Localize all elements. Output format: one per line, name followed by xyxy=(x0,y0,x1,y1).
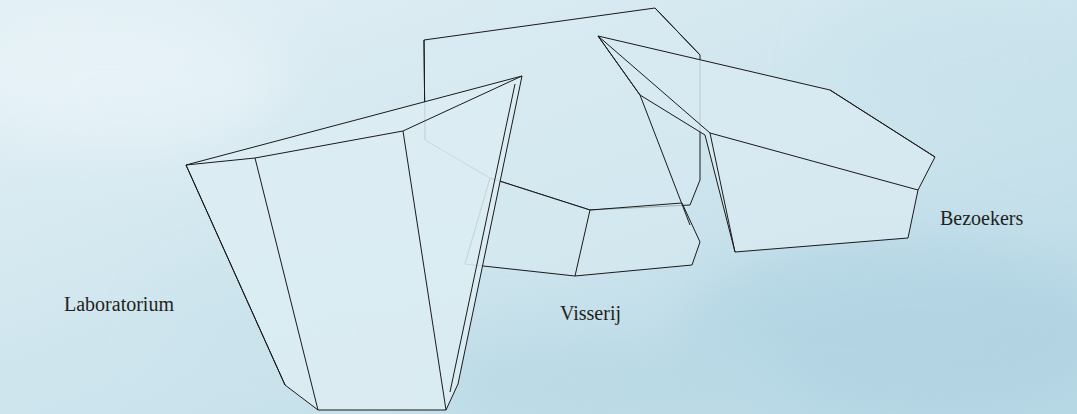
bezoekers-volume xyxy=(598,36,935,252)
building-label: Bezoekers xyxy=(940,206,1023,230)
building-label: Laboratorium xyxy=(64,292,174,316)
building-label: Visserij xyxy=(560,301,621,325)
laboratorium-volume xyxy=(186,76,522,410)
